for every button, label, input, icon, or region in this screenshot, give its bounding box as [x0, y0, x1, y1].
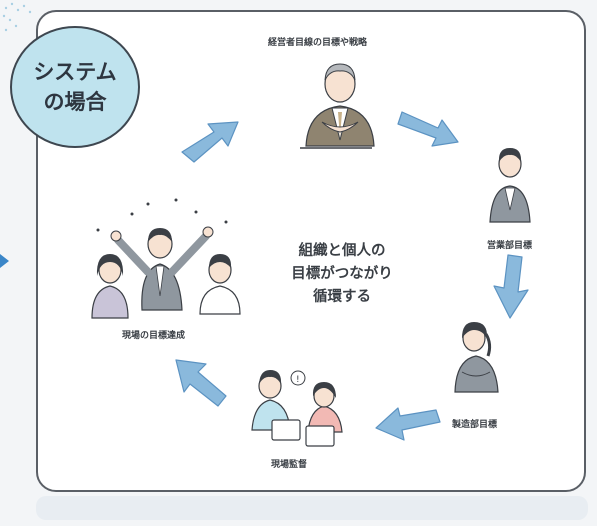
svg-text:!: ! [296, 375, 300, 385]
center-message: 組織と個人の 目標がつながり 循環する [291, 243, 393, 305]
executive-person-icon [300, 63, 375, 149]
panel-shadow-band [36, 496, 588, 520]
left-pointer-icon [0, 254, 9, 268]
node-label-sales: 営業部目標 [487, 241, 533, 251]
badge-title: システム の場合 [33, 60, 117, 114]
node-label-achievement: 現場の目標達成 [122, 331, 186, 341]
cycle-arrow-achievement-to-exec [181, 121, 239, 163]
celebrating-team-icon [91, 198, 241, 319]
node-label-supervision: 現場監督 [271, 460, 308, 470]
supervisors-at-laptops-icon: ! [251, 370, 343, 447]
decorative-dots [0, 0, 40, 60]
system-badge: システム の場合 [10, 26, 140, 148]
node-label-executive: 経営者目線の目標や戦略 [268, 38, 368, 48]
cycle-arrow-exec-to-sales [397, 111, 459, 147]
node-label-manufacturing: 製造部目標 [452, 420, 498, 430]
cycle-arrow-mfg-to-supervision [375, 407, 441, 441]
cycle-arrow-sales-to-mfg [493, 254, 529, 319]
manufacturing-person-icon [454, 322, 499, 393]
sales-person-icon [489, 148, 531, 223]
cycle-arrow-supervision-to-achievement [175, 359, 227, 407]
